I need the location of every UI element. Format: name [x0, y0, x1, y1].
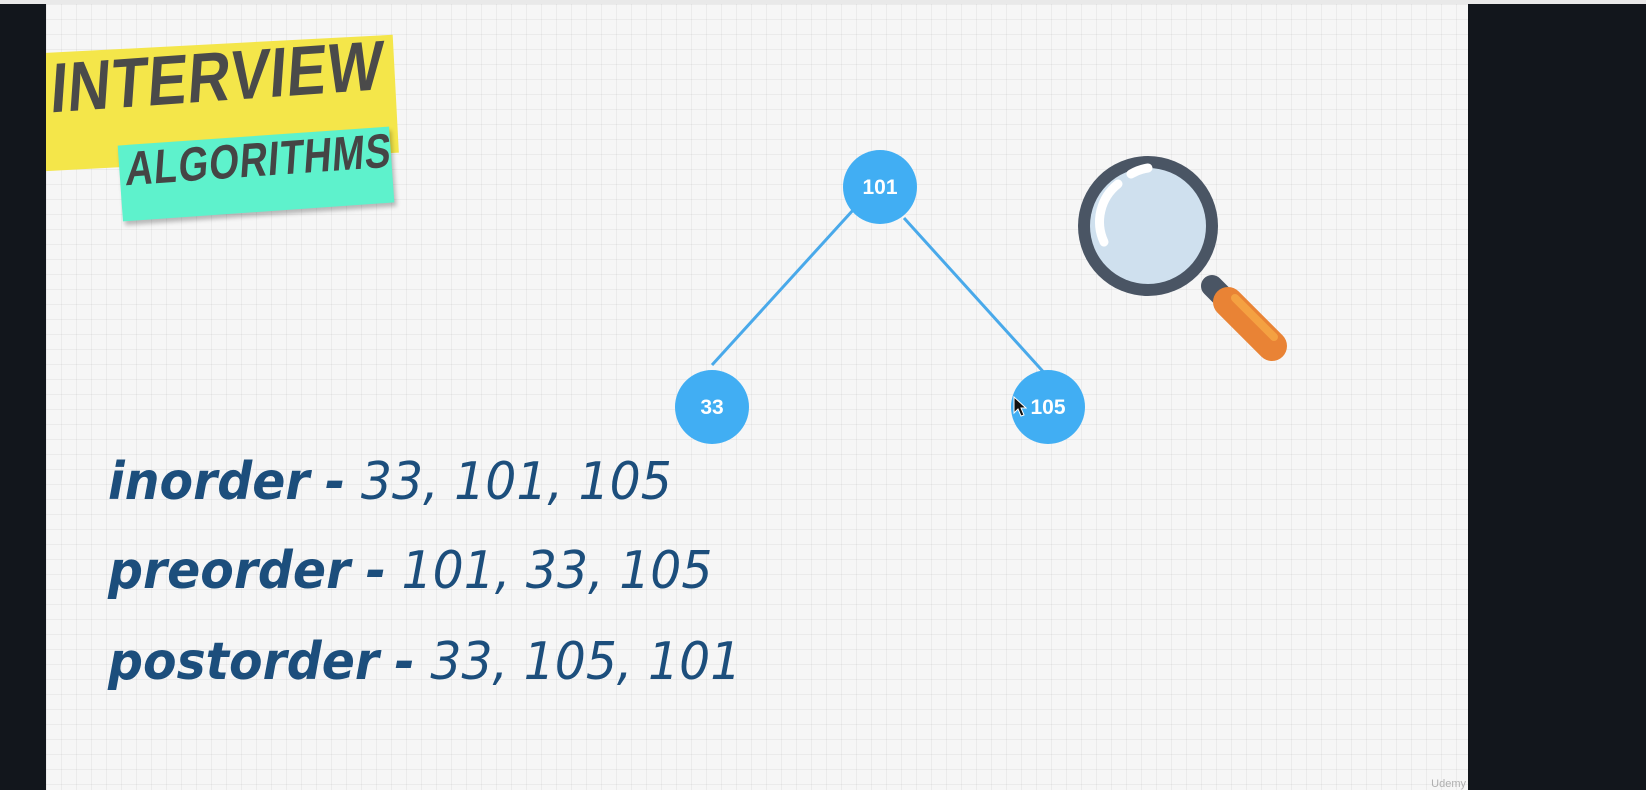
mouse-cursor-icon: [1013, 396, 1027, 417]
traversal-separator: -: [394, 632, 415, 692]
watermark: Udemy: [1431, 778, 1466, 790]
edge-root-right: [902, 216, 1050, 379]
traversal-name: inorder: [108, 452, 310, 512]
slide: INTERVIEW ALGORITHMS 101 33 105 inorder: [46, 4, 1468, 790]
traversal-sequence: 101, 33, 105: [401, 541, 713, 601]
tree-node-right: 105: [1011, 370, 1085, 444]
traversal-preorder: preorder - 101, 33, 105: [108, 541, 713, 601]
traversal-inorder: inorder - 33, 101, 105: [108, 452, 672, 512]
top-border: [0, 0, 1646, 4]
node-left-label: 33: [700, 396, 723, 419]
traversal-sequence: 33, 101, 105: [360, 452, 672, 512]
traversal-name: postorder: [108, 632, 379, 692]
tree-node-left: 33: [675, 370, 749, 444]
traversal-sequence: 33, 105, 101: [430, 632, 742, 692]
magnifier-icon: [1078, 156, 1287, 361]
binary-tree-diagram: 101 33 105: [675, 150, 1287, 444]
node-right-label: 105: [1030, 396, 1065, 419]
traversal-name: preorder: [108, 541, 351, 601]
traversal-separator: -: [325, 452, 346, 512]
traversal-postorder: postorder - 33, 105, 101: [108, 632, 741, 692]
node-root-label: 101: [862, 176, 897, 199]
edge-root-left: [710, 207, 856, 367]
tree-node-root: 101: [843, 150, 917, 224]
traversal-separator: -: [365, 541, 387, 601]
